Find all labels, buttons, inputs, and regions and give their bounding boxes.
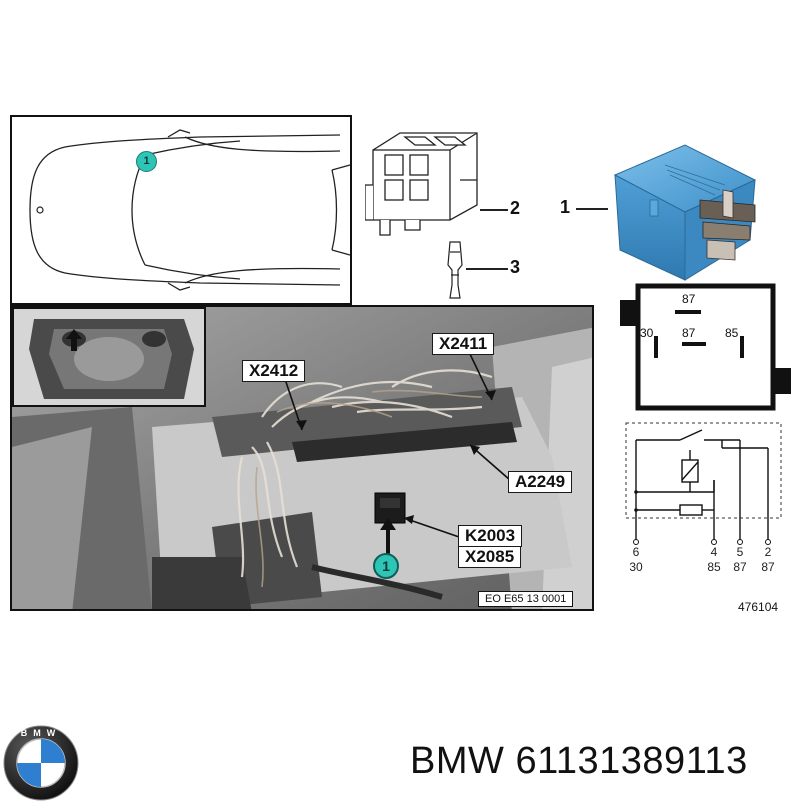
relay-face-label-top-87: 87 [682,292,696,306]
relay-face-label-85: 85 [725,326,739,340]
location-badge: 1 [136,151,157,172]
relay-face-label-center-87: 87 [682,326,696,340]
holder-leader-line [480,209,508,211]
photo-source-code: EO E65 13 0001 [478,591,574,607]
relay-pin-face-diagram [620,283,791,411]
car-location-diagram [10,115,352,305]
product-part-number: 61131389113 [515,740,748,782]
relay-face-label-30: 30 [640,326,654,340]
label-x2411: X2411 [432,333,495,355]
schematic-terminal-87-a: 87 [733,560,747,574]
label-x2085: X2085 [458,546,522,568]
bmw-logo: BMW [2,724,80,802]
svg-text:BMW: BMW [21,728,62,738]
schematic-pin-5: 5 [736,545,744,559]
schematic-pin-6: 6 [632,545,640,559]
schematic-terminal-85: 85 [707,560,721,574]
label-x2412: X2412 [242,360,306,382]
engine-inset-photo [12,307,206,407]
photo-badge: 1 [373,553,399,579]
terminal-drawing [447,241,463,299]
schematic-pin-4: 4 [710,545,718,559]
product-title: BMW 61131389113 [410,740,748,783]
label-a2249: A2249 [508,471,573,493]
relay-photo [613,144,757,281]
schematic-terminal-87-b: 87 [761,560,775,574]
schematic-pin-2: 2 [764,545,772,559]
engine-bay-photo [10,305,594,611]
callout-2: 2 [510,198,521,218]
product-brand: BMW [410,740,505,782]
relay-leader-line [576,208,608,210]
terminal-leader-line [466,268,508,270]
relay-schematic [625,422,782,545]
callout-3: 3 [510,257,521,277]
label-k2003: K2003 [458,525,523,547]
figure-number: 476104 [738,600,779,614]
schematic-terminal-30: 30 [629,560,643,574]
relay-holder-drawing [365,132,478,236]
callout-1: 1 [560,197,571,217]
